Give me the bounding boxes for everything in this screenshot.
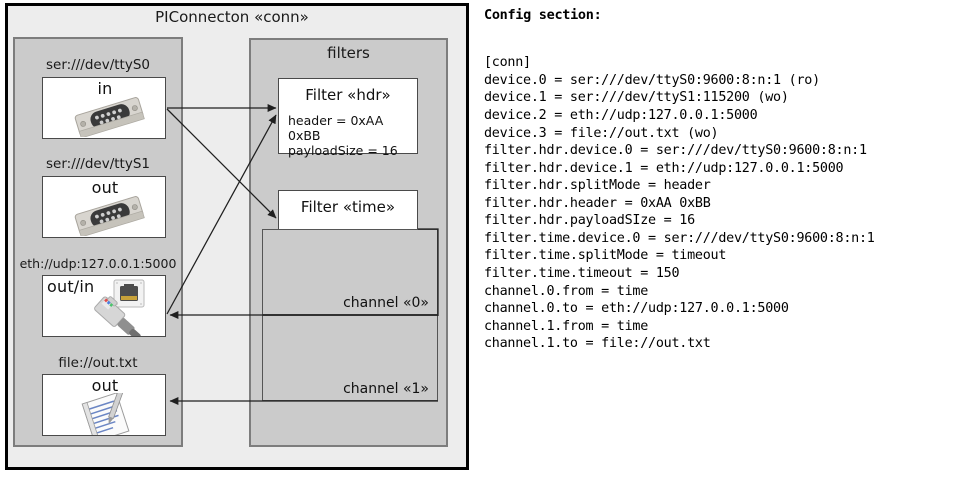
device-label-ser0: ser:///dev/ttyS0 — [46, 57, 150, 73]
device-io-ser0: in — [97, 79, 113, 98]
device-label-ser1: ser:///dev/ttyS1 — [46, 156, 150, 172]
device-label-eth: eth://udp:127.0.0.1:5000 — [19, 256, 177, 271]
device-box-file[interactable]: out — [42, 374, 166, 436]
filter-title-time: Filter «time» — [300, 198, 396, 216]
ethernet-plug-icon — [94, 279, 145, 336]
serial-port-icon — [74, 196, 145, 236]
text-file-icon — [81, 393, 130, 435]
config-section: Config section: [conn] device.0 = ser://… — [484, 0, 962, 484]
device-io-ser1: out — [91, 178, 119, 197]
channel-label-0: channel «0» — [343, 295, 429, 311]
device-box-eth[interactable]: out/in — [42, 275, 166, 337]
device-box-ser1[interactable]: out — [42, 176, 166, 238]
channel-box-1[interactable]: channel «1» — [262, 315, 438, 401]
channel-label-1: channel «1» — [343, 381, 429, 397]
device-io-eth: out/in — [47, 277, 95, 296]
filter-prop-hdr-header: header = 0xAA 0xBB — [288, 113, 384, 143]
config-text: [conn] device.0 = ser:///dev/ttyS0:9600:… — [484, 55, 875, 352]
filters-panel-title: filters — [327, 44, 370, 62]
device-label-file: file://out.txt — [58, 355, 138, 371]
serial-port-icon — [74, 97, 145, 137]
channel-box-0[interactable]: channel «0» — [262, 229, 438, 315]
device-io-file: out — [91, 376, 119, 395]
filter-prop-hdr-payload: payloadSize = 16 — [288, 143, 398, 158]
diagram-title: PIConnecton «conn» — [155, 8, 309, 26]
filter-title-hdr: Filter «hdr» — [305, 86, 391, 104]
config-heading: Config section: — [484, 7, 602, 23]
filter-box-hdr[interactable]: Filter «hdr» header = 0xAA 0xBB payloadS… — [278, 78, 418, 158]
device-box-ser0[interactable]: in — [42, 77, 166, 139]
